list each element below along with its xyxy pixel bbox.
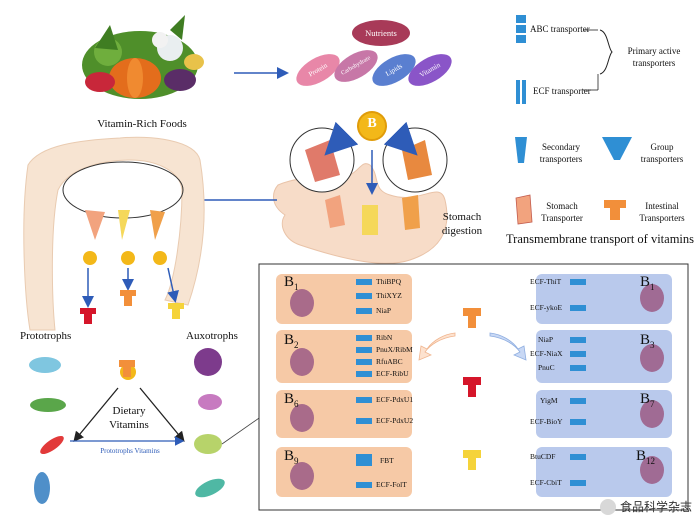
right-transporter-label: ECF-CbiT [530, 478, 562, 487]
right-transporter-label: ECF-NiaX [530, 349, 563, 358]
stomach-digestion-label: Stomach digestion [441, 211, 483, 237]
legend-glyphs [515, 15, 632, 225]
left-panel-1-name: B1 [284, 274, 299, 292]
right-transporter-label: ECF-ykoE [530, 303, 563, 312]
right-panel-3-name: B7 [640, 391, 655, 409]
left-transporter-label: NiaP [376, 306, 391, 315]
left-transporter-label: ThiXYZ [376, 291, 402, 300]
left-panel-2-name: B2 [284, 332, 299, 350]
left-panels [276, 274, 412, 497]
left-transporter-label: ECF-FolT [376, 480, 407, 489]
wechat-icon [599, 498, 616, 515]
right-panel-2-name: B3 [640, 332, 655, 350]
right-transporter-label: ECF-BioY [530, 417, 563, 426]
left-panel-4-name: B9 [284, 448, 299, 466]
prototrophs-label: Prototrophs [20, 330, 72, 342]
left-transporter-label: RfuABC [376, 357, 403, 366]
prototrophs-vitamins-label: Prototrophs Vitamins [100, 447, 160, 455]
legend-intestinal-transporter: Intestinal Transporters [639, 201, 685, 223]
legend-group: Group transporters [640, 142, 684, 164]
left-transporter-label: ECF-RibU [376, 369, 409, 378]
stomach-illustration [273, 121, 448, 264]
left-transporter-label: ECF-PdxU2 [376, 416, 414, 425]
right-transporter-label: NiaP [538, 335, 553, 344]
legend-ecf-transporter: ECF transporter [533, 86, 591, 96]
legend-stomach-transporter: Stomach Transporter [541, 201, 583, 223]
vitamin-rich-foods-label: Vitamin-Rich Foods [97, 118, 187, 130]
left-panel-3-name: B6 [284, 391, 299, 409]
left-transporter-bars [356, 279, 372, 488]
right-panel-1-name: B1 [640, 274, 655, 292]
right-panel-4-name: B12 [636, 448, 656, 466]
intestine-illustration [23, 136, 205, 331]
transmembrane-title: Transmembrane transport of vitamins [505, 232, 695, 246]
nutrients-pill: Nutrients [352, 20, 410, 46]
right-transporter-label: BtuCDF [530, 452, 556, 461]
right-transporter-label: ECF-ThiT [530, 277, 562, 286]
legend-secondary: Secondary transporters [539, 142, 583, 164]
right-transporter-label: PnuC [538, 363, 555, 372]
left-transporter-label: RibN [376, 333, 393, 342]
bacteria-illustrations [29, 348, 225, 504]
right-transporter-label: YigM [540, 396, 558, 405]
left-transporter-label: ECF-PdxU1 [376, 395, 414, 404]
dietary-vitamins-label: Dietary Vitamins [109, 405, 149, 431]
legend-primary-active: Primary active transporters [627, 46, 681, 68]
vitamin-b-coin-letter: B [367, 116, 377, 131]
left-transporter-label: FBT [380, 456, 394, 465]
left-transporter-label: ThiBPQ [376, 277, 402, 286]
center-receptors [418, 308, 527, 470]
left-transporter-label: PnuX/RibM [376, 345, 413, 354]
vegetables-illustration [82, 15, 204, 99]
connector-line [221, 415, 263, 445]
watermark: 食品科学杂志 [599, 498, 692, 515]
right-transporter-bars [570, 279, 586, 486]
auxotrophs-label: Auxotrophs [186, 330, 238, 342]
legend-abc-transporter: ABC transporter [530, 24, 590, 34]
